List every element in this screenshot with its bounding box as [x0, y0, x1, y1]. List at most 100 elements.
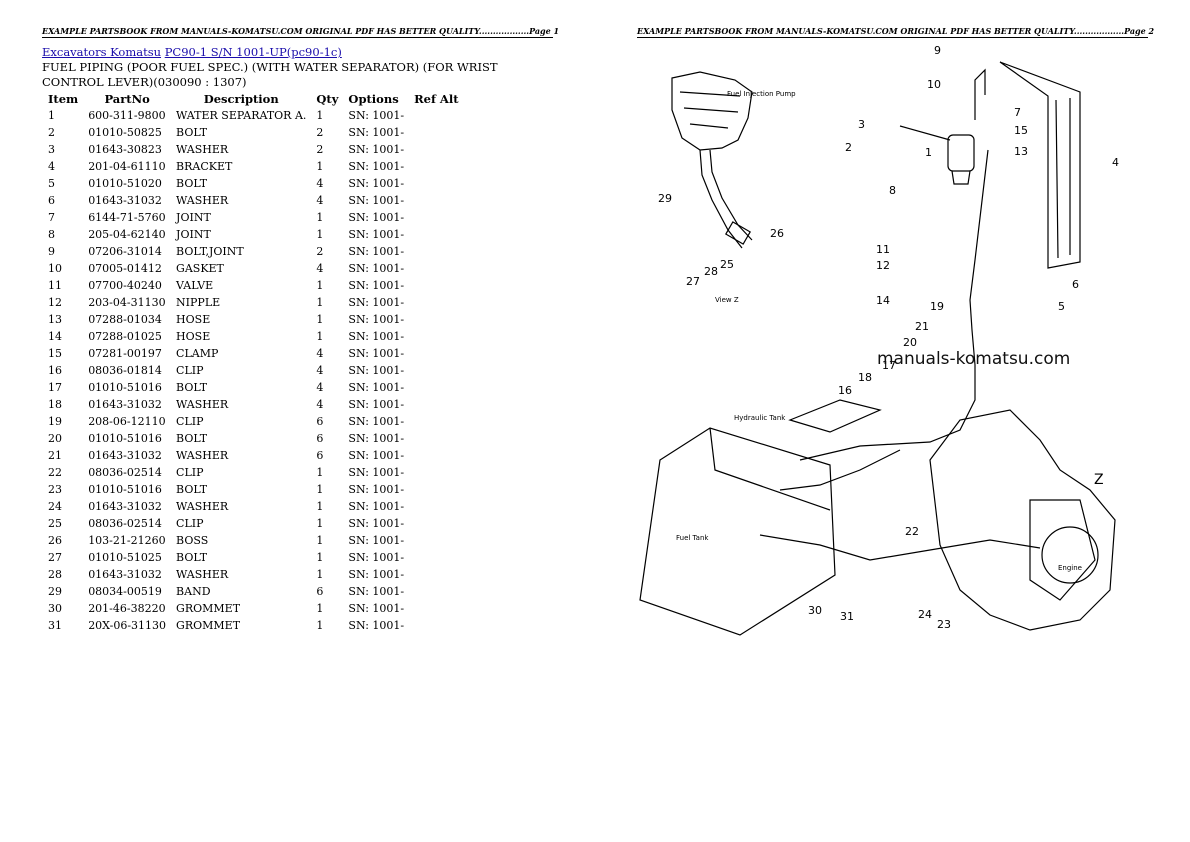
cell-ref-alt [408, 328, 462, 345]
cell-item: 26 [48, 534, 62, 547]
cell-partno: 01010-51016 [88, 432, 162, 445]
water-separator-drawing [799, 61, 1081, 461]
cell-qty: 6 [316, 449, 324, 462]
cell-options: SN: 1001- [348, 500, 405, 513]
cell-options: SN: 1001- [348, 160, 405, 173]
cell-options: SN: 1001- [348, 126, 405, 139]
cell-partno: 07288-01025 [88, 330, 162, 343]
cell-partno: 08034-00519 [88, 585, 162, 598]
cell-description: WASHER [176, 568, 229, 581]
cell-qty: 4 [316, 194, 324, 207]
cell-partno: 07288-01034 [88, 313, 162, 326]
cell-partno: 01643-31032 [88, 398, 162, 411]
cell-options: SN: 1001- [348, 568, 405, 581]
label-z-arrow: Z [1094, 472, 1104, 488]
callout-15: 15 [1014, 124, 1028, 137]
cell-options: SN: 1001- [348, 364, 405, 377]
callout-4: 4 [1112, 156, 1119, 169]
cell-qty: 1 [316, 296, 324, 309]
cell-qty: 4 [316, 262, 324, 275]
callout-13: 13 [1014, 145, 1028, 158]
callout-17: 17 [882, 359, 896, 372]
callout-12: 12 [876, 259, 890, 272]
cell-qty: 1 [316, 568, 324, 581]
cell-ref-alt [408, 124, 462, 141]
cell-partno: 08036-02514 [88, 517, 162, 530]
cell-partno: 203-04-31130 [88, 296, 166, 309]
cell-item: 24 [48, 500, 62, 513]
callout-16: 16 [838, 384, 852, 397]
cell-qty: 6 [316, 585, 324, 598]
cell-description: GROMMET [176, 602, 241, 615]
label-hydraulic-tank: Hydraulic Tank [734, 414, 786, 422]
cell-description: WASHER [176, 194, 229, 207]
cell-ref-alt [408, 617, 462, 634]
cell-description: WASHER [176, 500, 229, 513]
callout-1: 1 [925, 146, 932, 159]
cell-partno: 07700-40240 [88, 279, 162, 292]
cell-description: JOINT [176, 228, 211, 241]
breadcrumb-link-model[interactable]: PC90-1 S/N 1001-UP(pc90-1c) [164, 45, 342, 59]
cell-partno: 01010-51016 [88, 483, 162, 496]
cell-options: SN: 1001- [348, 177, 405, 190]
cell-partno: 20X-06-31130 [88, 619, 167, 632]
breadcrumb: Excavators Komatsu PC90-1 S/N 1001-UP(pc… [42, 45, 342, 59]
cell-qty: 4 [316, 347, 324, 360]
cell-options: SN: 1001- [348, 109, 405, 122]
cell-options: SN: 1001- [348, 279, 405, 292]
breadcrumb-link-category[interactable]: Excavators Komatsu [42, 45, 162, 59]
cell-item: 5 [48, 177, 55, 190]
callout-23: 23 [937, 618, 951, 631]
callout-30: 30 [808, 604, 822, 617]
cell-description: WATER SEPARATOR A. [176, 109, 307, 122]
cell-description: CLIP [176, 517, 204, 530]
cell-partno: 600-311-9800 [88, 109, 166, 122]
cell-qty: 1 [316, 551, 324, 564]
cell-partno: 01643-31032 [88, 449, 162, 462]
cell-options: SN: 1001- [348, 466, 405, 479]
cell-item: 25 [48, 517, 62, 530]
cell-options: SN: 1001- [348, 551, 405, 564]
cell-item: 17 [48, 381, 62, 394]
column-header-qty: Qty [316, 91, 339, 106]
cell-description: WASHER [176, 143, 229, 156]
callout-27: 27 [686, 275, 700, 288]
cell-options: SN: 1001- [348, 483, 405, 496]
cell-qty: 1 [316, 109, 324, 122]
cell-ref-alt [408, 447, 462, 464]
label-fuel-tank: Fuel Tank [676, 534, 709, 542]
cell-partno: 01643-31032 [88, 568, 162, 581]
cell-description: CLAMP [176, 347, 219, 360]
cell-partno: 07206-31014 [88, 245, 162, 258]
cell-item: 20 [48, 432, 62, 445]
cell-options: SN: 1001- [348, 194, 405, 207]
cell-ref-alt [408, 583, 462, 600]
cell-qty: 1 [316, 160, 324, 173]
hydraulic-tank-drawing [639, 399, 1041, 636]
cell-item: 9 [48, 245, 55, 258]
cell-options: SN: 1001- [348, 143, 405, 156]
cell-qty: 4 [316, 381, 324, 394]
cell-description: BAND [176, 585, 211, 598]
cell-qty: 1 [316, 483, 324, 496]
cell-qty: 2 [316, 245, 324, 258]
watermark: manuals-komatsu.com [877, 349, 1071, 369]
cell-ref-alt [408, 481, 462, 498]
cell-item: 19 [48, 415, 62, 428]
cell-partno: 07281-00197 [88, 347, 162, 360]
callout-8: 8 [889, 184, 896, 197]
cell-partno: 208-06-12110 [88, 415, 166, 428]
cell-qty: 1 [316, 211, 324, 224]
cell-partno: 08036-01814 [88, 364, 162, 377]
